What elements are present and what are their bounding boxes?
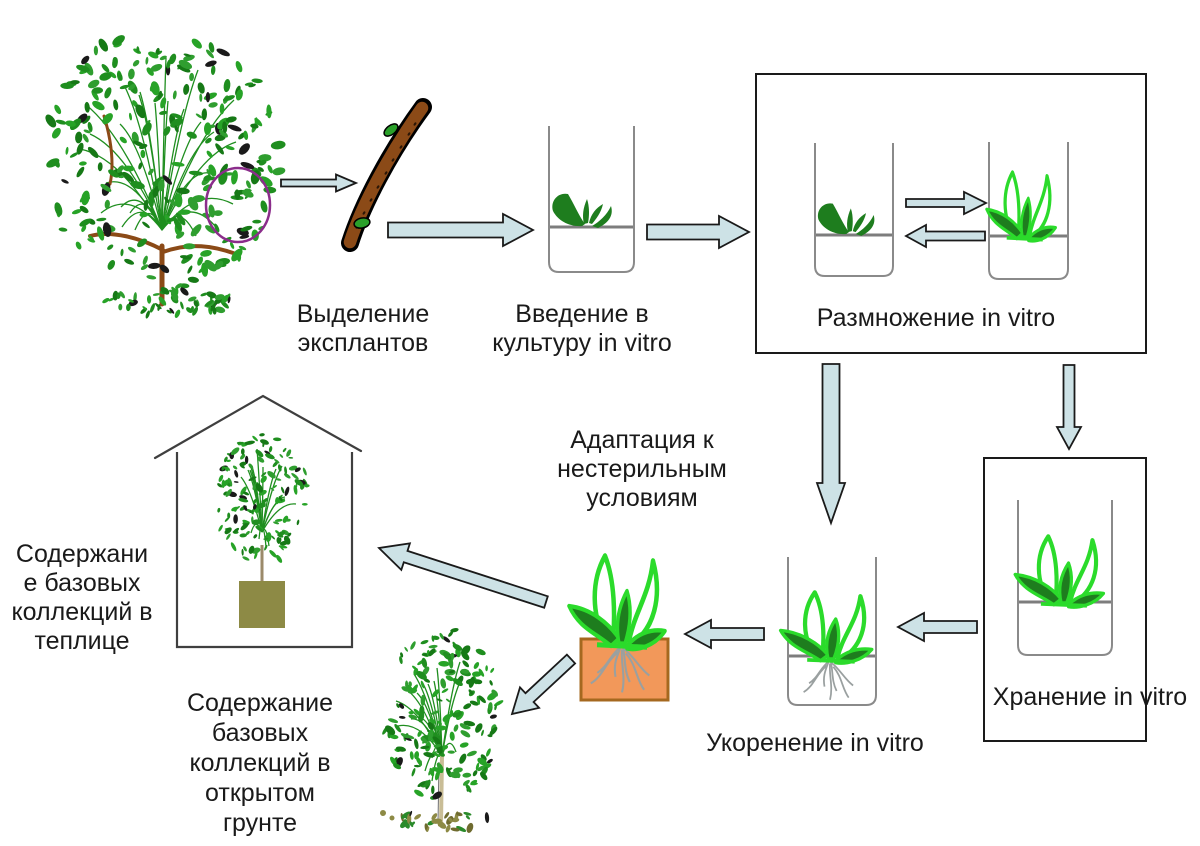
- storage-box: [983, 457, 1147, 742]
- label-line: Выделение: [296, 300, 430, 328]
- label-adaptation: Адаптация к нестерильным условиям: [532, 426, 752, 513]
- propagation-box: [755, 73, 1147, 354]
- label-line: Содержание: [186, 689, 334, 717]
- arrow-rooting-to-adaptation: [683, 618, 765, 650]
- storage-plantlet-icon: [1013, 534, 1106, 609]
- source-tree-drawing: [45, 35, 286, 319]
- label-line: условиям: [586, 484, 698, 512]
- label-greenhouse: Содержани е базовых коллекций в теплице: [2, 540, 162, 656]
- arrow-propagation-subculture-right: [905, 190, 989, 216]
- label-line: эксплантов: [297, 329, 429, 357]
- label-line: теплице: [34, 627, 130, 655]
- label-propagation: Размножение in vitro: [816, 304, 1056, 332]
- arrow-twig-to-culture: [387, 212, 535, 248]
- arrow-tree-to-twig: [280, 173, 359, 193]
- adaptation-roots-icon: [590, 642, 650, 693]
- explant-twig-icon: [341, 98, 432, 252]
- explant-selection-circle: [204, 166, 272, 244]
- culture-tube-icon: [548, 126, 635, 273]
- arrow-propagation-subculture-left: [904, 223, 986, 249]
- label-rooting: Укоренение in vitro: [706, 729, 924, 757]
- label-line: грунте: [222, 809, 298, 837]
- label-storage: Хранение in vitro: [992, 683, 1188, 711]
- arrow-propagation-to-storage: [1055, 364, 1083, 451]
- greenhouse-drawing: [153, 394, 363, 649]
- label-line: коллекций в: [11, 598, 153, 626]
- arrow-adaptation-to-greenhouse: [377, 542, 549, 609]
- label-line: Содержани: [15, 540, 149, 568]
- propagation-plantlet-small-icon: [817, 203, 875, 236]
- label-line: культуру in vitro: [492, 329, 672, 357]
- label-open-ground: Содержание базовых коллекций в открытом …: [160, 688, 360, 838]
- label-line: е базовых: [23, 569, 141, 597]
- propagation-plantlet-large-icon: [985, 170, 1057, 243]
- adaptation-plant-icon: [567, 553, 667, 652]
- label-line: открытом: [205, 779, 315, 807]
- label-explant-isolation: Выделение эксплантов: [263, 300, 463, 358]
- label-line: Адаптация к: [570, 426, 714, 454]
- culture-plantlet-icon: [552, 193, 612, 228]
- arrow-storage-to-rooting: [896, 611, 978, 643]
- label-culture-intro: Введение в культуру in vitro: [462, 300, 702, 358]
- arrow-culture-to-propagation: [646, 214, 751, 250]
- propagation-tube-small-icon: [814, 143, 894, 277]
- open-ground-tree-drawing: [380, 628, 504, 833]
- rooting-roots-icon: [803, 657, 854, 701]
- arrow-propagation-to-rooting: [815, 363, 847, 526]
- rooting-plantlet-icon: [778, 590, 874, 665]
- label-line: базовых: [211, 719, 309, 747]
- label-line: коллекций в: [189, 749, 331, 777]
- label-line: Введение в: [515, 300, 649, 328]
- arrow-adaptation-to-open-ground: [510, 653, 577, 716]
- label-line: нестерильным: [557, 455, 727, 483]
